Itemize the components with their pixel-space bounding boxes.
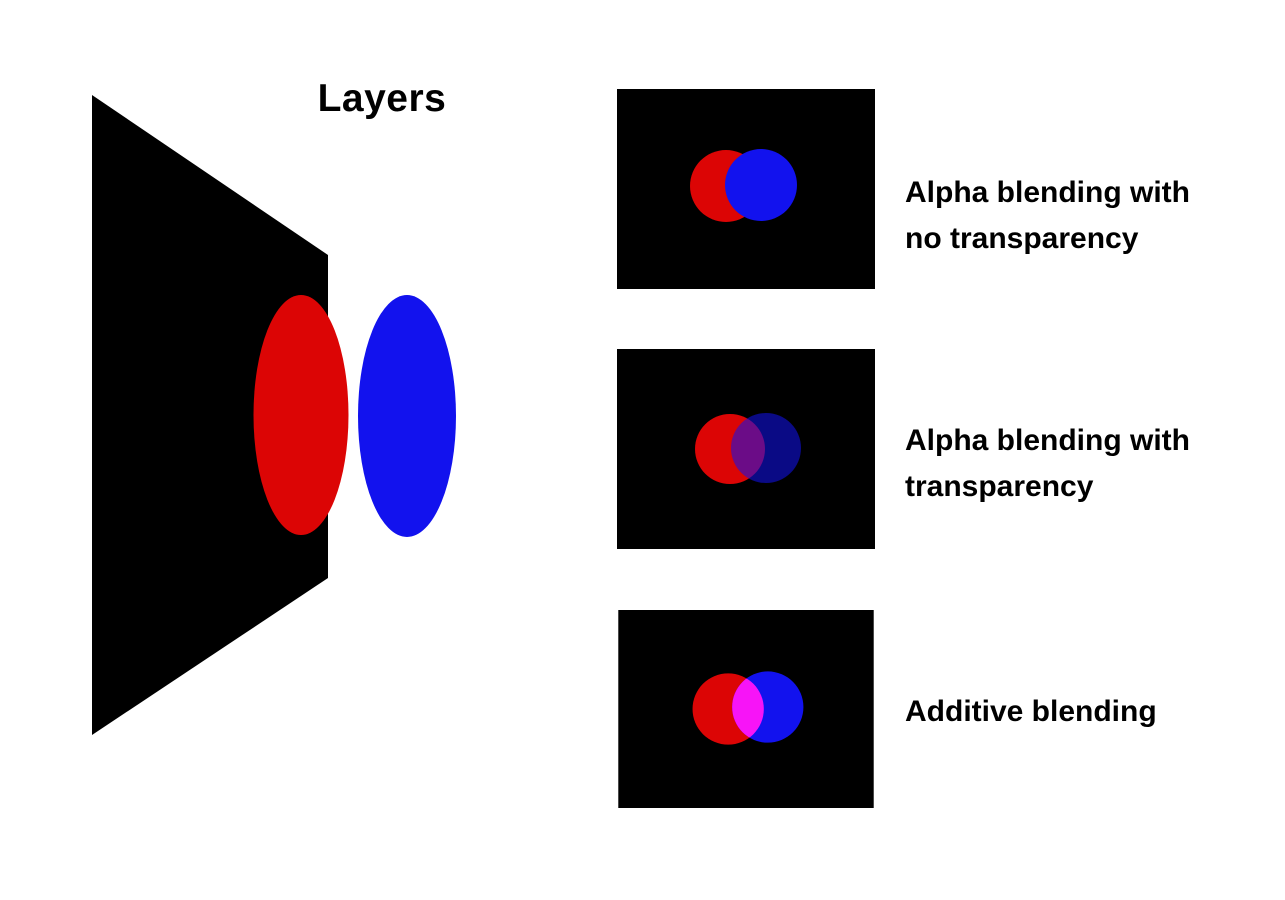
blue-circle-transparent: [731, 413, 801, 483]
label-line: no transparency: [905, 222, 1139, 255]
label-additive-blending: Additive blending: [905, 689, 1157, 735]
additive-overlap-lens: [732, 673, 764, 743]
panel-alpha-transparency: [617, 349, 875, 549]
label-line: Alpha blending with: [905, 424, 1190, 457]
layers-title: Layers: [317, 77, 447, 120]
blue-circle: [725, 149, 797, 221]
label-line: transparency: [905, 470, 1094, 503]
image-plane: [92, 95, 328, 735]
panel-additive-blending: [618, 610, 874, 808]
red-layer-ellipse: [253, 295, 349, 535]
label-line: Additive blending: [905, 695, 1157, 728]
layers-3d-figure: [92, 95, 456, 735]
blue-layer-ellipse: [358, 295, 456, 537]
label-line: Alpha blending with: [905, 176, 1190, 209]
label-alpha-transparency: Alpha blending with transparency: [905, 418, 1190, 510]
label-alpha-no-transparency: Alpha blending with no transparency: [905, 170, 1190, 262]
panel-alpha-no-transparency: [617, 89, 875, 289]
